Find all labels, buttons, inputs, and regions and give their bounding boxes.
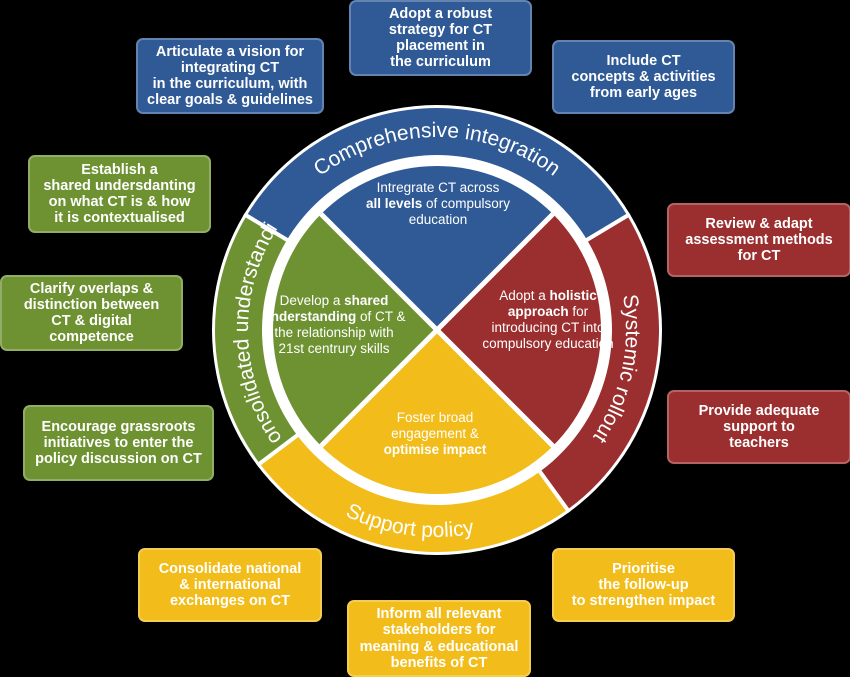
quadrant-divider-1 <box>435 212 555 332</box>
quadrant-segments <box>272 166 601 494</box>
blue-box-strategy: Adopt a robust strategy for CT placement… <box>349 0 532 76</box>
segment-dividers <box>243 212 631 514</box>
quadrant-top <box>321 166 553 330</box>
ring-segment-right <box>539 215 660 510</box>
ring-divider-2 <box>537 468 571 514</box>
ring-segment-left <box>214 215 298 464</box>
quadrant-left <box>272 214 437 446</box>
quadrant-left-text: Develop a shared understanding of CT & t… <box>260 293 408 357</box>
yellow-box-stakeholders: Inform all relevant stakeholders for mea… <box>347 600 531 677</box>
quadrant-bottom-bold: optimise impact <box>383 441 487 457</box>
ring-divider-0 <box>243 212 290 243</box>
quadrant-divider-2 <box>435 328 555 448</box>
ring-segment-top <box>246 107 628 240</box>
ring-segment-bottom <box>259 435 568 553</box>
quadrant-divider-3 <box>319 328 439 448</box>
quadrant-right-pre: Adopt a <box>499 288 546 303</box>
quadrant-bottom <box>321 330 553 494</box>
green-box-shared: Establish a shared undersdanting on what… <box>28 155 211 233</box>
ring-divider-1 <box>584 212 631 243</box>
quadrant-right-text: Adopt a holistic approach for introducin… <box>478 288 618 352</box>
yellow-box-exchanges: Consolidate national & international exc… <box>138 548 322 622</box>
quadrant-right-post: for introducing CT into compulsory educa… <box>482 303 614 351</box>
yellow-box-follow-up: Prioritise the follow-up to strengthen i… <box>552 548 735 622</box>
quadrant-left-bold: shared understanding <box>262 293 389 324</box>
ring-divider-3 <box>256 432 301 468</box>
quadrant-top-text: Intregrate CT across all levels of compu… <box>338 180 538 228</box>
quadrant-top-bold: all levels <box>365 195 423 211</box>
blue-box-vision: Articulate a vision for integrating CT i… <box>136 38 324 114</box>
quadrant-right-bold: holistic approach <box>507 288 597 319</box>
red-box-teachers: Provide adequate support to teachers <box>667 390 850 464</box>
quadrant-top-pre: Intregrate CT across <box>376 180 500 195</box>
quadrant-top-post: of compulsory education <box>408 195 511 227</box>
green-box-overlaps: Clarify overlaps & distinction between C… <box>0 275 183 351</box>
quadrant-left-pre: Develop a <box>279 293 341 308</box>
blue-box-early-ages: Include CT concepts & activities from ea… <box>552 40 735 114</box>
quadrant-bottom-pre: Foster broad engagement & <box>391 410 479 441</box>
quadrant-bottom-text: Foster broad engagement & optimise impac… <box>360 410 510 458</box>
quadrant-divider-0 <box>319 212 439 332</box>
red-box-assessment: Review & adapt assessment methods for CT <box>667 203 850 277</box>
quadrant-right <box>437 214 601 446</box>
quadrant-left-post: of CT & the relationship with 21st centr… <box>274 308 406 356</box>
green-box-grassroots: Encourage grassroots initiatives to ente… <box>23 405 214 481</box>
